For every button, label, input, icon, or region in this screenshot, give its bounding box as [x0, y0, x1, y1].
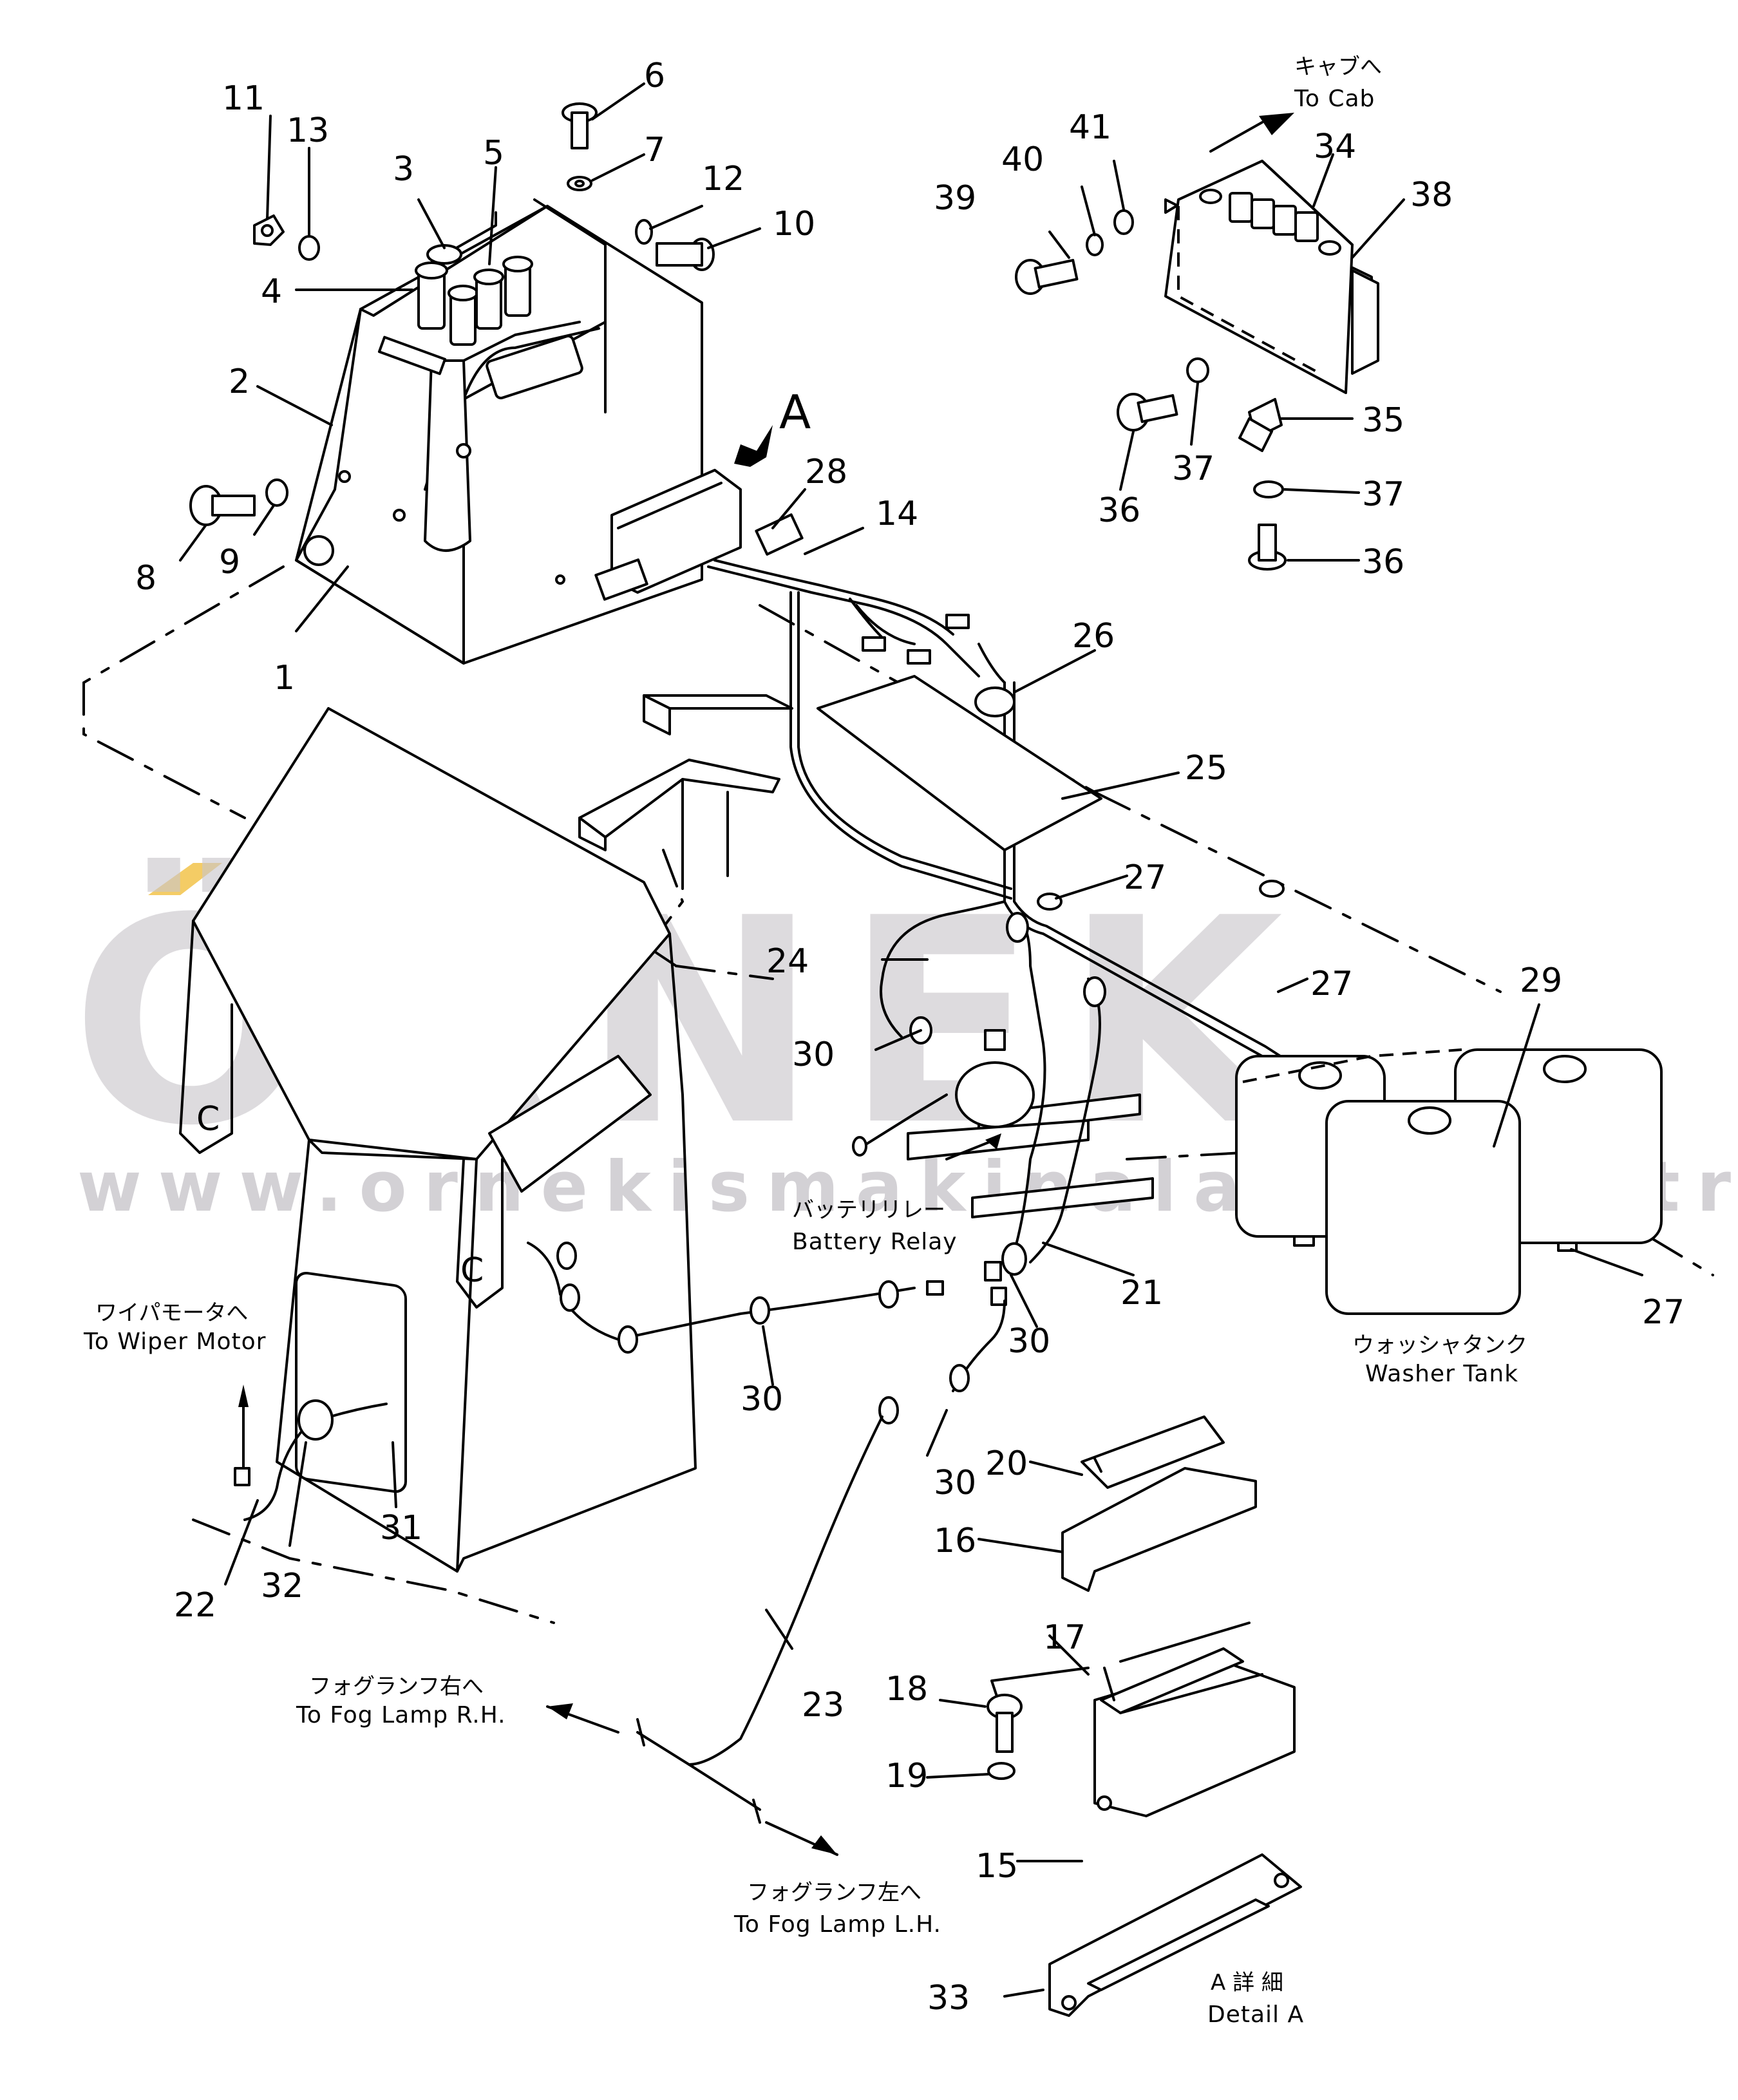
enclosure-c-mark: C: [196, 1100, 220, 1139]
callout-39: 39: [934, 179, 976, 218]
callout-29: 29: [1520, 961, 1562, 1000]
callout-22: 22: [174, 1586, 216, 1625]
to-fog-lamp-lh-label-en: To Fog Lamp L.H.: [733, 1911, 941, 1938]
washer-tank-label-en: Washer Tank: [1365, 1361, 1518, 1387]
callout-19: 19: [885, 1757, 928, 1795]
watermark-accent-left: [148, 863, 222, 895]
bracket-33: [1048, 1853, 1302, 2017]
knob-group: [415, 244, 533, 346]
callout-27a: 27: [1124, 858, 1166, 897]
terminal-block: [990, 1622, 1296, 1817]
callout-28: 28: [805, 453, 847, 491]
callout-34: 34: [1314, 128, 1356, 166]
to-fog-lamp-rh-label-jp: フォグランフ右へ: [309, 1674, 484, 1699]
callout-18: 18: [885, 1670, 928, 1708]
callout-24: 24: [766, 942, 809, 981]
access-panel: [295, 1271, 407, 1493]
callout-20: 20: [985, 1444, 1028, 1483]
callout-36a: 36: [1098, 491, 1140, 530]
callout-13: 13: [287, 111, 329, 150]
callout-23: 23: [802, 1686, 844, 1725]
to-cab-label-en: To Cab: [1294, 86, 1375, 112]
callout-14: 14: [876, 495, 918, 533]
detail-marker-a: A: [779, 385, 811, 439]
callout-1: 1: [274, 659, 295, 697]
control-box: [295, 198, 703, 665]
hardware: [189, 102, 1287, 571]
callout-12: 12: [702, 160, 744, 198]
grommet-26: [974, 686, 1015, 717]
callout-25: 25: [1185, 749, 1227, 788]
to-wiper-motor-label-jp: ワイパモータへ: [95, 1300, 248, 1326]
detail-a-label-en: Detail A: [1207, 2001, 1304, 2028]
callout-37b: 37: [1362, 475, 1404, 514]
detail-arrow: [734, 425, 773, 467]
callout-30d: 30: [934, 1464, 976, 1502]
annotation-labels: キャブへ To Cab ワイパモータへ To Wiper Motor バッテリリ…: [83, 54, 1527, 2028]
callout-37a: 37: [1172, 449, 1214, 488]
callout-3: 3: [393, 150, 414, 189]
to-cab-label-jp: キャブへ: [1294, 54, 1382, 80]
callout-7: 7: [644, 131, 665, 169]
washer-tank-label-jp: ウォッシャタンク: [1352, 1332, 1527, 1358]
battery-relay-label-jp: バッテリリレー: [792, 1197, 945, 1223]
detail-a-label-jp: A 詳 細: [1211, 1970, 1283, 1996]
enclosure-c-mark-2: C: [460, 1251, 484, 1290]
bolt-18: [987, 1694, 1023, 1780]
callout-31: 31: [380, 1509, 422, 1547]
callout-41: 41: [1069, 108, 1111, 147]
callout-30c: 30: [1008, 1322, 1050, 1361]
callout-21: 21: [1120, 1274, 1163, 1312]
cover-16: [1061, 1467, 1257, 1592]
callout-35: 35: [1362, 401, 1404, 440]
to-fog-lamp-lh-label-jp: フォグランフ左へ: [747, 1880, 921, 1906]
callout-33: 33: [927, 1979, 970, 2018]
callout-26: 26: [1072, 617, 1115, 656]
callout-30a: 30: [792, 1036, 835, 1074]
battery-relay-label-en: Battery Relay: [792, 1229, 958, 1255]
callout-17: 17: [1043, 1618, 1086, 1657]
callout-6: 6: [644, 57, 665, 95]
plate-25: [817, 675, 1102, 851]
callout-38: 38: [1410, 176, 1453, 214]
callout-5: 5: [483, 134, 504, 173]
label-20: [1081, 1415, 1225, 1489]
callout-30b: 30: [741, 1380, 783, 1419]
to-wiper-motor-label-en: To Wiper Motor: [83, 1329, 266, 1355]
leader-lines: [179, 82, 1643, 1998]
callout-40: 40: [1001, 140, 1044, 179]
fuse-cover: [1061, 1415, 1257, 1592]
callout-27c: 27: [1642, 1293, 1685, 1332]
washer-tanks: [1235, 1048, 1663, 1315]
callout-2: 2: [229, 363, 250, 401]
callout-10: 10: [773, 205, 815, 243]
callout-32: 32: [261, 1567, 303, 1605]
fuse-box-a: [594, 425, 804, 601]
callout-4: 4: [261, 272, 282, 311]
callout-9: 9: [219, 543, 240, 582]
callout-16: 16: [934, 1522, 976, 1560]
callout-8: 8: [135, 559, 156, 598]
to-fog-lamp-rh-label-en: To Fog Lamp R.H.: [296, 1702, 506, 1728]
callout-36b: 36: [1362, 543, 1404, 582]
callout-15: 15: [976, 1847, 1018, 1886]
callout-27b: 27: [1310, 965, 1353, 1003]
relay-module: [1164, 160, 1379, 452]
callout-numbers: 1 2 3 4 5 6 7 8 9 10 11 12 13 14 15 16 1…: [135, 57, 1685, 2018]
callout-11: 11: [222, 79, 265, 118]
